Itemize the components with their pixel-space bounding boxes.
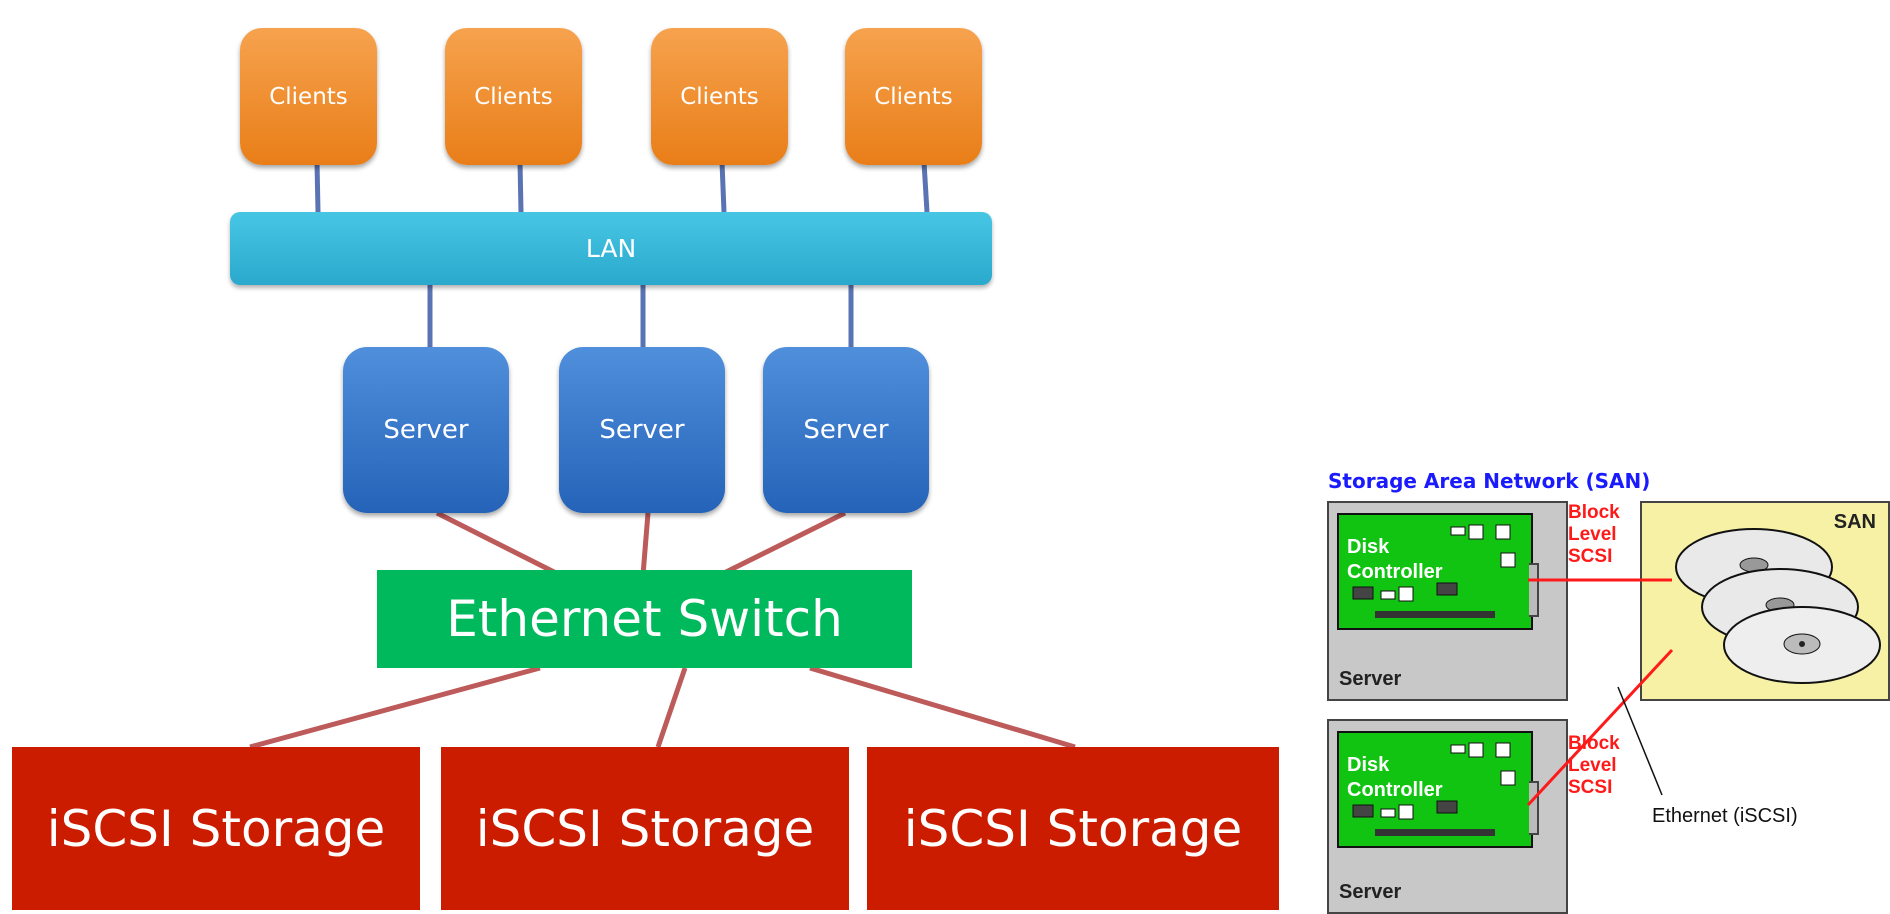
controller-label: Controller xyxy=(1347,561,1443,583)
storage-label: iSCSI Storage xyxy=(46,799,386,858)
disk-label: Disk xyxy=(1347,754,1390,776)
client-node: Clients xyxy=(240,28,377,165)
iscsi-storage-node: iSCSI Storage xyxy=(441,747,849,910)
iscsi-storage-node: iSCSI Storage xyxy=(12,747,420,910)
server-switch-link xyxy=(718,510,847,578)
switch-storage-link xyxy=(249,665,541,750)
storage-label: iSCSI Storage xyxy=(903,799,1243,858)
lan-bar: LAN xyxy=(230,212,992,285)
client-lan-link xyxy=(921,161,930,213)
card-bracket xyxy=(1529,781,1539,835)
client-label: Clients xyxy=(874,83,953,110)
disk-controller-label: Disk Controller xyxy=(1347,535,1443,585)
iscsi-storage-node: iSCSI Storage xyxy=(867,747,1279,910)
block-word: Block xyxy=(1568,502,1620,523)
client-label: Clients xyxy=(474,83,553,110)
switch-storage-link xyxy=(655,667,688,748)
san-title: Storage Area Network (SAN) xyxy=(1328,469,1651,493)
disk-controller-label: Disk Controller xyxy=(1347,753,1443,803)
ethernet-iscsi-label: Ethernet (iSCSI) xyxy=(1652,805,1798,827)
disk-controller-card: Disk Controller xyxy=(1337,731,1533,848)
server-box: Disk Controller Server xyxy=(1327,719,1568,914)
connection-lines xyxy=(249,161,1076,750)
level-word: Level xyxy=(1568,755,1617,776)
disk-controller-card: Disk Controller xyxy=(1337,513,1533,630)
client-lan-link xyxy=(314,161,321,213)
card-bracket xyxy=(1529,563,1539,617)
controller-label: Controller xyxy=(1347,779,1443,801)
client-lan-link xyxy=(719,161,727,213)
switch-storage-link xyxy=(809,665,1076,750)
ethernet-pointer xyxy=(1617,686,1663,796)
scsi-word: SCSI xyxy=(1568,777,1613,798)
server-node: Server xyxy=(559,347,725,513)
server-switch-link xyxy=(435,510,562,578)
lan-label: LAN xyxy=(585,234,637,263)
block-level-label: Block Level SCSI xyxy=(1568,502,1620,568)
server-label: Server xyxy=(1339,881,1402,903)
switch-label: Ethernet Switch xyxy=(446,590,843,648)
client-node: Clients xyxy=(845,28,982,165)
ethernet-switch: Ethernet Switch xyxy=(377,570,912,668)
disk-label: Disk xyxy=(1347,536,1390,558)
server-switch-link xyxy=(640,512,651,576)
server-node: Server xyxy=(343,347,509,513)
level-word: Level xyxy=(1568,524,1617,545)
server-label: Server xyxy=(803,415,889,445)
chip-icons xyxy=(1352,524,1516,618)
server-label: Server xyxy=(599,415,685,445)
server-node: Server xyxy=(763,347,929,513)
scsi-word: SCSI xyxy=(1568,546,1613,567)
client-lan-link xyxy=(517,161,524,213)
client-label: Clients xyxy=(680,83,759,110)
scsi-link xyxy=(1526,648,1674,807)
chip-icons xyxy=(1352,742,1516,836)
server-label: Server xyxy=(1339,668,1402,690)
client-node: Clients xyxy=(651,28,788,165)
san-links xyxy=(1526,578,1674,807)
storage-label: iSCSI Storage xyxy=(475,799,815,858)
san-diagram: Storage Area Network (SAN) Disk Controll… xyxy=(1320,465,1890,914)
server-box: Disk Controller Server xyxy=(1327,501,1568,701)
iscsi-network-diagram: Clients Clients Clients Clients LAN Serv… xyxy=(12,28,1279,910)
san-storage-box: SAN xyxy=(1640,501,1890,701)
client-label: Clients xyxy=(269,83,348,110)
san-label: SAN xyxy=(1833,511,1876,533)
server-label: Server xyxy=(383,415,469,445)
client-node: Clients xyxy=(445,28,582,165)
disk-platters-icon xyxy=(1675,528,1881,684)
